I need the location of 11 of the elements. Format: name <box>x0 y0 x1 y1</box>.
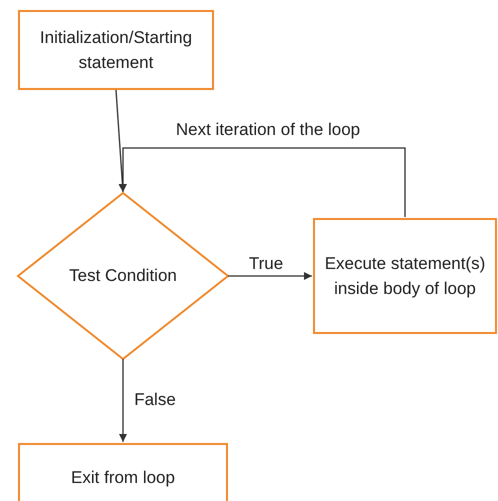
decision-diamond <box>16 192 230 360</box>
process-box <box>18 443 228 501</box>
node-text: Initialization/Starting statement <box>38 26 194 74</box>
process-box <box>18 10 214 90</box>
arrow <box>228 272 312 280</box>
node-text: Execute statement(s) inside body of loop <box>324 252 486 300</box>
process-box <box>313 218 497 334</box>
node-text: Exit from loop <box>71 467 175 490</box>
arrow <box>119 359 127 442</box>
node-text: Test Condition <box>69 265 177 288</box>
arrow <box>119 147 406 217</box>
